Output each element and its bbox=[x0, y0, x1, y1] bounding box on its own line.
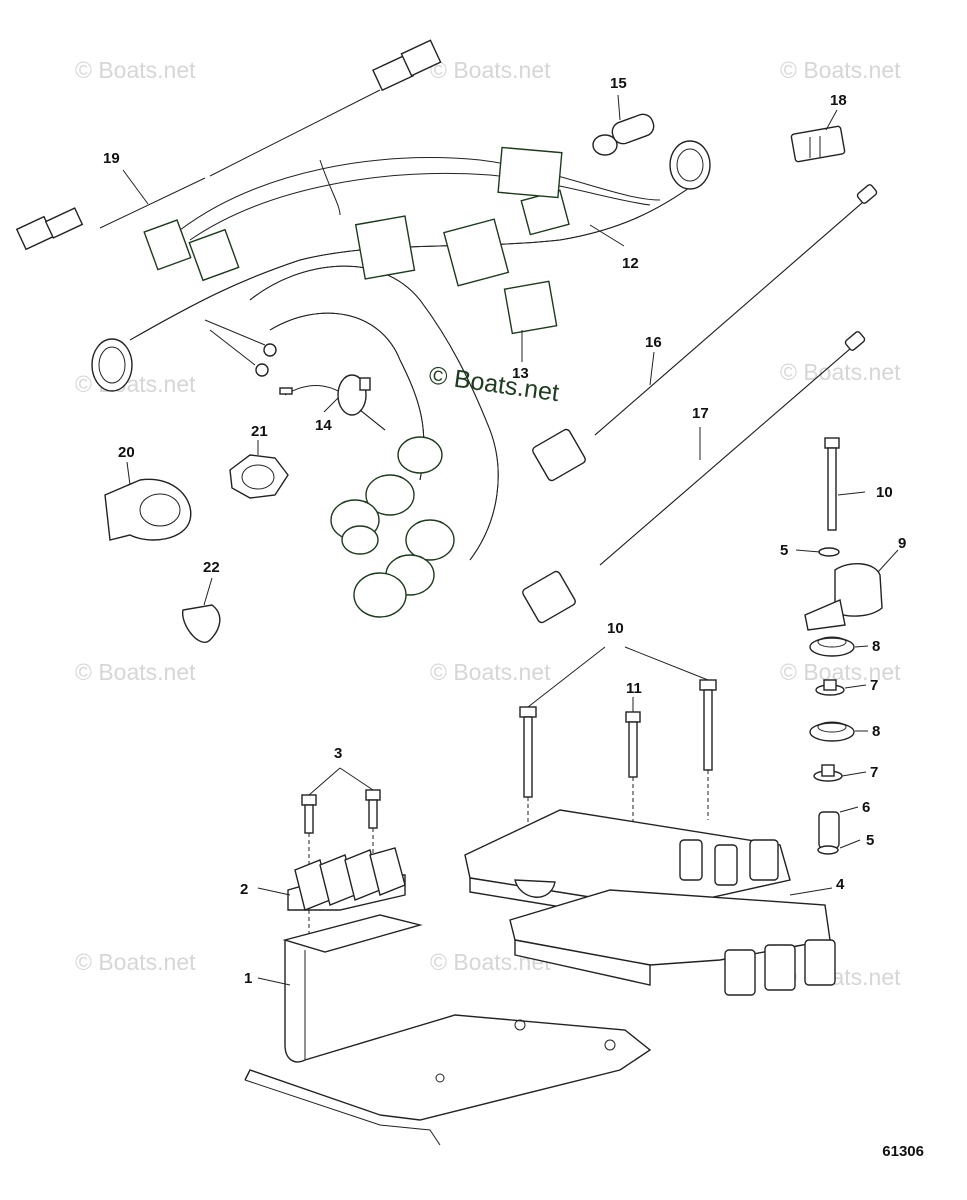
item-12-engine-harness bbox=[91, 140, 711, 618]
callout-12: 12 bbox=[622, 255, 639, 272]
callout-16: 16 bbox=[645, 334, 662, 351]
item-9-clamp bbox=[804, 563, 883, 631]
watermark-layer: © Boats.net © Boats.net © Boats.net © Bo… bbox=[75, 57, 901, 990]
item-18-connector bbox=[790, 125, 846, 163]
callout-7-bottom: 7 bbox=[870, 764, 878, 781]
callout-11: 11 bbox=[626, 680, 642, 697]
callout-9: 9 bbox=[898, 535, 906, 552]
callout-20: 20 bbox=[118, 444, 135, 461]
watermark: © Boats.net bbox=[75, 659, 196, 685]
item-7-bushing-bottom bbox=[813, 764, 843, 782]
callout-15: 15 bbox=[610, 75, 627, 92]
watermark: © Boats.net bbox=[430, 659, 551, 685]
callout-numbers: 1 2 3 4 5 5 6 7 7 8 8 9 10 10 11 12 13 1… bbox=[103, 75, 906, 987]
item-7-bushing-top bbox=[815, 679, 845, 696]
callout-21: 21 bbox=[251, 423, 268, 440]
callout-5-top: 5 bbox=[780, 542, 788, 559]
item-10-bolt-vertical bbox=[824, 437, 840, 531]
watermark: © Boats.net bbox=[780, 57, 901, 83]
item-10-bolt-left bbox=[519, 706, 537, 855]
item-8-grommet-bottom bbox=[809, 721, 855, 742]
callout-10-center: 10 bbox=[607, 620, 624, 637]
callout-10-right: 10 bbox=[876, 484, 893, 501]
center-watermark: © Boats.net bbox=[427, 361, 561, 407]
watermark: © Boats.net bbox=[780, 359, 901, 385]
watermark: © Boats.net bbox=[430, 57, 551, 83]
item-20-bracket bbox=[104, 478, 192, 541]
callout-14: 14 bbox=[315, 417, 332, 434]
callout-18: 18 bbox=[830, 92, 847, 109]
item-4-ecm bbox=[464, 809, 836, 996]
item-8-grommet-top bbox=[809, 636, 855, 657]
callout-8-top: 8 bbox=[872, 638, 880, 655]
figure-number: 61306 bbox=[882, 1143, 924, 1160]
item-5-washer-bottom bbox=[817, 845, 839, 855]
watermark: © Boats.net bbox=[780, 659, 901, 685]
callout-22: 22 bbox=[203, 559, 220, 576]
item-21-nut bbox=[229, 454, 289, 499]
item-1-mounting-bracket bbox=[244, 914, 652, 1146]
callout-7-top: 7 bbox=[870, 677, 878, 694]
item-17-lead bbox=[522, 331, 866, 624]
callout-5-bottom: 5 bbox=[866, 832, 874, 849]
leader-lines bbox=[122, 94, 899, 986]
callout-13: 13 bbox=[512, 365, 529, 382]
watermark: © Boats.net bbox=[75, 949, 196, 975]
item-5-washer-top bbox=[818, 547, 840, 557]
item-6-spacer bbox=[818, 811, 840, 849]
callout-3: 3 bbox=[334, 745, 342, 762]
item-14-sensor bbox=[279, 374, 386, 431]
callout-4: 4 bbox=[836, 876, 845, 893]
item-2-heat-sink bbox=[287, 847, 406, 911]
item-16-lead bbox=[532, 184, 878, 482]
callout-17: 17 bbox=[692, 405, 709, 422]
watermark: © Boats.net bbox=[75, 57, 196, 83]
callout-2: 2 bbox=[240, 881, 248, 898]
callout-6: 6 bbox=[862, 799, 870, 816]
item-22-cable-tie bbox=[182, 604, 221, 643]
callout-19: 19 bbox=[103, 150, 120, 167]
item-10-bolt-right bbox=[699, 679, 717, 820]
item-19-extension-harness bbox=[15, 39, 442, 251]
callout-1: 1 bbox=[244, 970, 252, 987]
callout-8-bottom: 8 bbox=[872, 723, 880, 740]
watermark: © Boats.net bbox=[780, 964, 901, 990]
item-15-fitting bbox=[592, 113, 655, 156]
